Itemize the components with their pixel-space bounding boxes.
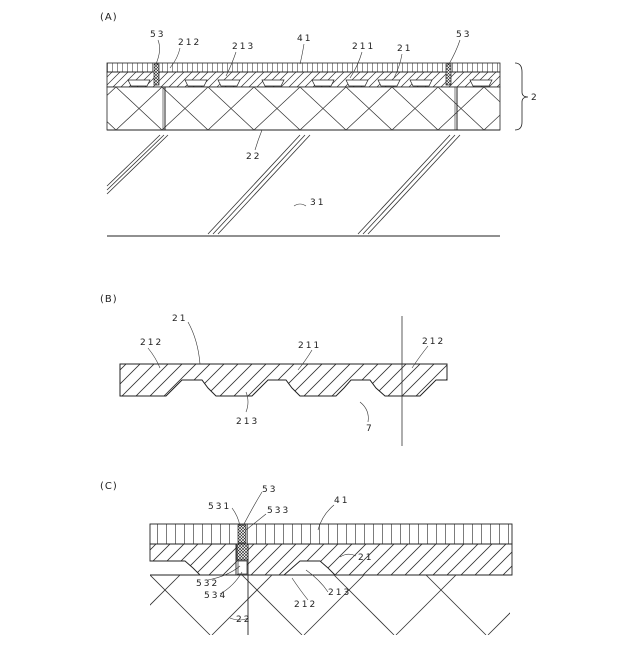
label-41: 41 <box>297 34 312 44</box>
seal-53-left <box>154 64 159 85</box>
surface-layer-41 <box>107 63 500 72</box>
label-c-41: 41 <box>334 496 349 506</box>
label-c-53: 53 <box>262 485 277 495</box>
core-22-detail-pattern <box>120 575 578 635</box>
label-2: 2 <box>531 93 539 103</box>
seal-531 <box>238 525 246 543</box>
label-211: 211 <box>352 42 375 52</box>
label-c-533: 533 <box>267 506 290 516</box>
label-31: 31 <box>310 198 325 208</box>
label-c-212: 212 <box>294 600 317 610</box>
label-53-right: 53 <box>456 30 471 40</box>
panel-label-b: (B) <box>100 294 118 305</box>
label-c-213: 213 <box>328 588 351 598</box>
label-53-left: 53 <box>150 30 165 40</box>
seal-533 <box>237 544 248 560</box>
panel-21-profile <box>120 364 447 396</box>
label-212: 212 <box>178 38 201 48</box>
label-b-212-right: 212 <box>422 337 445 347</box>
label-c-22: 22 <box>236 615 251 625</box>
surface-layer-41-detail <box>150 524 512 544</box>
panel-layer-21-detail <box>150 544 512 575</box>
base-31-shading <box>107 135 460 234</box>
label-b-21: 21 <box>172 314 187 324</box>
core-layer-22 <box>107 87 500 130</box>
label-21: 21 <box>397 44 412 54</box>
bracket-2 <box>515 63 528 130</box>
label-b-7: 7 <box>366 424 374 434</box>
seal-534 <box>238 561 247 574</box>
label-b-213: 213 <box>236 417 259 427</box>
label-22: 22 <box>246 152 261 162</box>
panel-b-drawing: 21 212 211 212 213 7 <box>120 314 447 446</box>
panel-a-drawing: 53 212 213 41 211 21 53 2 22 31 <box>70 30 576 236</box>
panel-label-c: (C) <box>100 481 118 492</box>
panel-c-drawing: 53 531 533 41 21 532 534 212 213 22 <box>120 485 578 635</box>
label-c-534: 534 <box>204 591 227 601</box>
label-c-531: 531 <box>208 502 231 512</box>
panel-layer-21 <box>107 72 500 87</box>
label-b-212-left: 212 <box>140 338 163 348</box>
seal-53-right <box>446 64 451 85</box>
label-c-21: 21 <box>358 553 373 563</box>
label-b-211: 211 <box>298 341 321 351</box>
panel-label-a: (A) <box>100 12 118 23</box>
label-c-532: 532 <box>196 579 219 589</box>
label-213: 213 <box>232 42 255 52</box>
